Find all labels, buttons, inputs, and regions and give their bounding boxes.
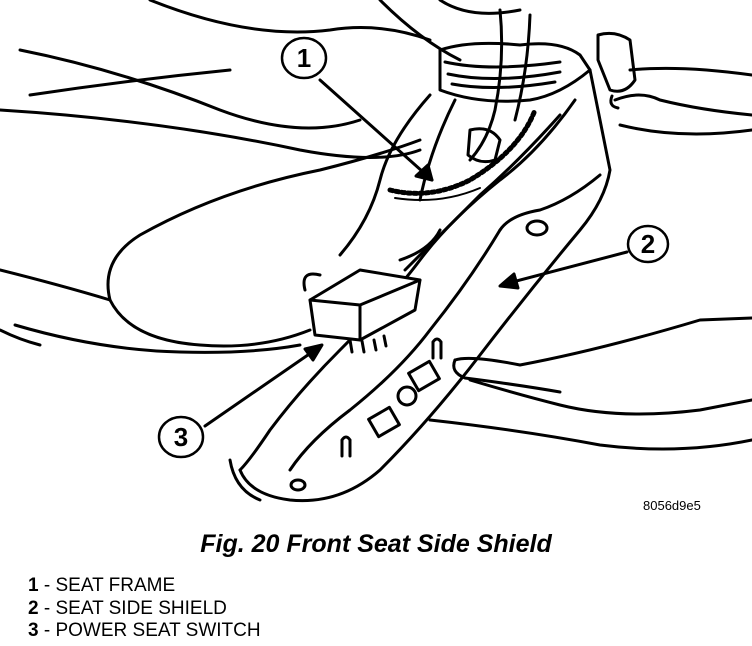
legend-item-separator: - (38, 620, 56, 641)
legend-item-separator: - (38, 575, 56, 596)
legend-item-label: POWER SEAT SWITCH (55, 620, 261, 641)
legend: 1 - SEAT FRAME 2 - SEAT SIDE SHIELD 3 - … (28, 575, 261, 643)
legend-item-separator: - (38, 597, 56, 619)
callout-2-number: 2 (641, 229, 655, 259)
legend-item-number: 2 (28, 597, 39, 619)
callout-3: 3 (157, 343, 324, 459)
image-reference-code: 8056d9e5 (643, 498, 701, 513)
legend-item: 3 - POWER SEAT SWITCH (28, 620, 261, 643)
seat-frame (338, 8, 592, 257)
figure-caption: Fig. 20 Front Seat Side Shield (200, 530, 552, 558)
technician-hands (428, 66, 752, 451)
callout-3-number: 3 (174, 422, 188, 452)
legend-item: 1 - SEAT FRAME (28, 575, 261, 598)
power-seat-switch (302, 228, 442, 354)
seat-back-upper (18, 0, 522, 130)
legend-item: 2 - SEAT SIDE SHIELD (28, 598, 261, 621)
callout-1-number: 1 (297, 43, 311, 73)
seat-cushion (0, 108, 422, 354)
legend-item-number: 3 (28, 620, 39, 641)
legend-item-number: 1 (28, 575, 39, 596)
callout-2: 2 (498, 224, 670, 290)
callout-1: 1 (280, 36, 434, 182)
legend-item-label: SEAT FRAME (55, 575, 176, 596)
seat-side-shield (228, 31, 637, 503)
legend-item-label: SEAT SIDE SHIELD (55, 597, 227, 619)
seat-shield-illustration: 1 2 3 (0, 0, 752, 503)
